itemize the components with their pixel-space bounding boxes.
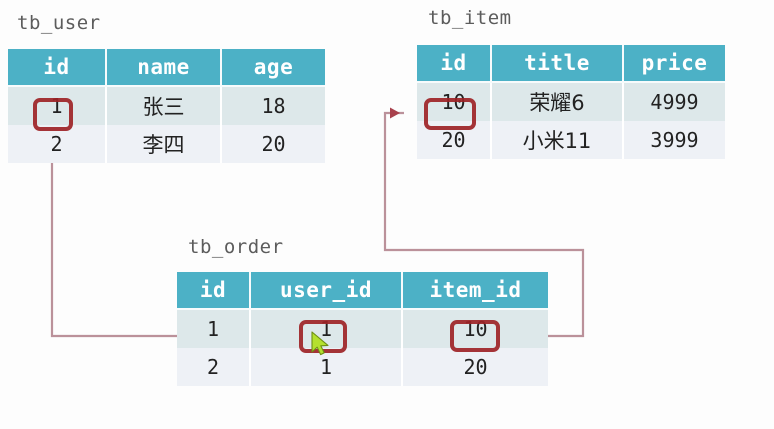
cell-item-id: 20: [417, 121, 492, 159]
table-row: 1 张三 18: [8, 86, 325, 125]
cell-order-user-id: 1: [250, 309, 403, 348]
table-header-row: id title price: [417, 45, 725, 83]
column-header-name: name: [106, 49, 222, 87]
table-row: 2 李四 20: [8, 125, 325, 163]
cell-user-name: 张三: [106, 86, 222, 125]
table-tb-order: id user_id item_id 1 1 10 2 1 20: [177, 272, 548, 386]
column-header-title: title: [491, 45, 624, 83]
cell-order-user-id: 1: [250, 348, 403, 386]
cell-order-id: 1: [177, 309, 251, 348]
column-header-price: price: [623, 45, 725, 83]
cell-order-id: 2: [177, 348, 251, 386]
table-row: 2 1 20: [177, 348, 548, 386]
caption-tb-user: tb_user: [17, 12, 101, 34]
cell-item-id: 10: [417, 82, 492, 121]
cell-item-title: 小米11: [491, 121, 624, 159]
caption-tb-item: tb_item: [428, 7, 512, 29]
cell-order-item-id: 10: [402, 309, 548, 348]
column-header-id: id: [8, 49, 107, 87]
table-row: 20 小米11 3999: [417, 121, 725, 159]
cell-user-id: 1: [8, 86, 107, 125]
table-tb-user: id name age 1 张三 18 2 李四 20: [8, 49, 325, 163]
cell-item-title: 荣耀6: [491, 82, 624, 121]
cell-user-age: 18: [221, 86, 325, 125]
cell-user-age: 20: [221, 125, 325, 163]
column-header-id: id: [177, 272, 251, 310]
column-header-item-id: item_id: [402, 272, 548, 310]
caption-tb-order: tb_order: [188, 236, 284, 258]
column-header-id: id: [417, 45, 492, 83]
table-row: 10 荣耀6 4999: [417, 82, 725, 121]
cell-item-price: 4999: [623, 82, 725, 121]
table-tb-item: id title price 10 荣耀6 4999 20 小米11 3999: [417, 45, 725, 159]
table-row: 1 1 10: [177, 309, 548, 348]
table-header-row: id user_id item_id: [177, 272, 548, 310]
cell-user-id: 2: [8, 125, 107, 163]
column-header-user-id: user_id: [250, 272, 403, 310]
cell-user-name: 李四: [106, 125, 222, 163]
cell-item-price: 3999: [623, 121, 725, 159]
column-header-age: age: [221, 49, 325, 87]
cell-order-item-id: 20: [402, 348, 548, 386]
table-header-row: id name age: [8, 49, 325, 87]
